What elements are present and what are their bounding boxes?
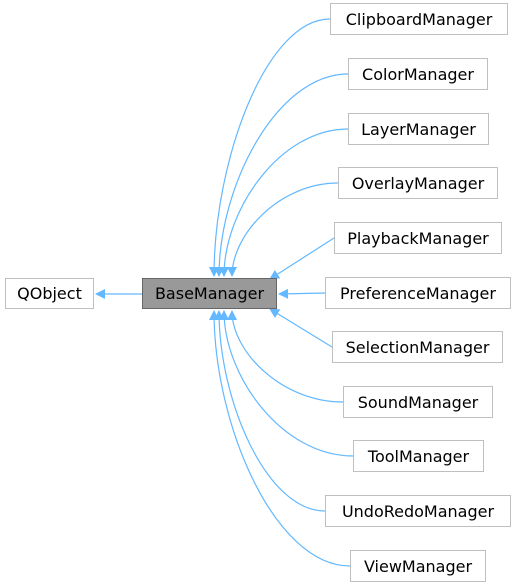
edge-playbackmanager-to-basemanager	[269, 237, 335, 280]
class-node-basemanager[interactable]: BaseManager	[142, 278, 277, 309]
class-node-toolmanager[interactable]: ToolManager	[353, 440, 484, 472]
edge-viewmanager-to-basemanager	[209, 310, 351, 567]
class-node-overlaymanager[interactable]: OverlayManager	[338, 167, 498, 199]
edge-clipboardmanager-to-basemanager	[209, 18, 331, 277]
edge-soundmanager-to-basemanager	[227, 310, 344, 403]
class-node-soundmanager[interactable]: SoundManager	[343, 386, 493, 418]
class-node-playbackmanager[interactable]: PlaybackManager	[334, 222, 502, 254]
class-node-selectionmanager[interactable]: SelectionManager	[332, 331, 503, 363]
class-node-viewmanager[interactable]: ViewManager	[350, 550, 486, 582]
edge-toolmanager-to-basemanager	[219, 310, 354, 457]
edge-preferencemanager-to-basemanager	[278, 288, 326, 299]
edge-layermanager-to-basemanager	[219, 128, 349, 277]
class-node-layermanager[interactable]: LayerManager	[348, 113, 489, 145]
class-node-clipboardmanager[interactable]: ClipboardManager	[330, 3, 508, 35]
class-node-undoredomanager[interactable]: UndoRedoManager	[325, 495, 511, 527]
class-node-colormanager[interactable]: ColorManager	[348, 58, 488, 90]
edge-selectionmanager-to-basemanager	[269, 308, 333, 348]
class-node-preferencemanager[interactable]: PreferenceManager	[325, 277, 511, 309]
edge-overlaymanager-to-basemanager	[227, 182, 339, 277]
edge-undoredomanager-to-basemanager	[214, 310, 326, 512]
class-node-qobject[interactable]: QObject	[5, 278, 94, 309]
edge-colormanager-to-basemanager	[214, 73, 349, 277]
